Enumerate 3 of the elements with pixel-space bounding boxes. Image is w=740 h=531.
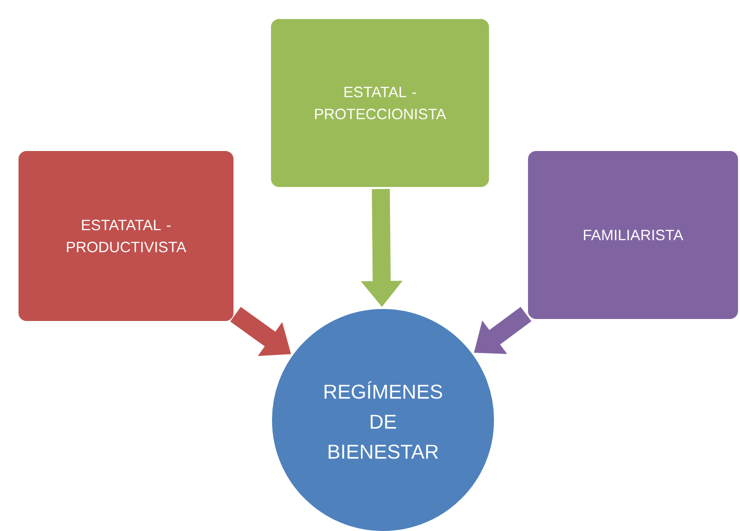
process-box: FAMILIARISTA bbox=[526, 149, 740, 321]
process-box: ESTATATAL - PRODUCTIVISTA bbox=[16, 149, 236, 323]
process-box: ESTATAL - PROTECCIONISTA bbox=[269, 17, 491, 189]
